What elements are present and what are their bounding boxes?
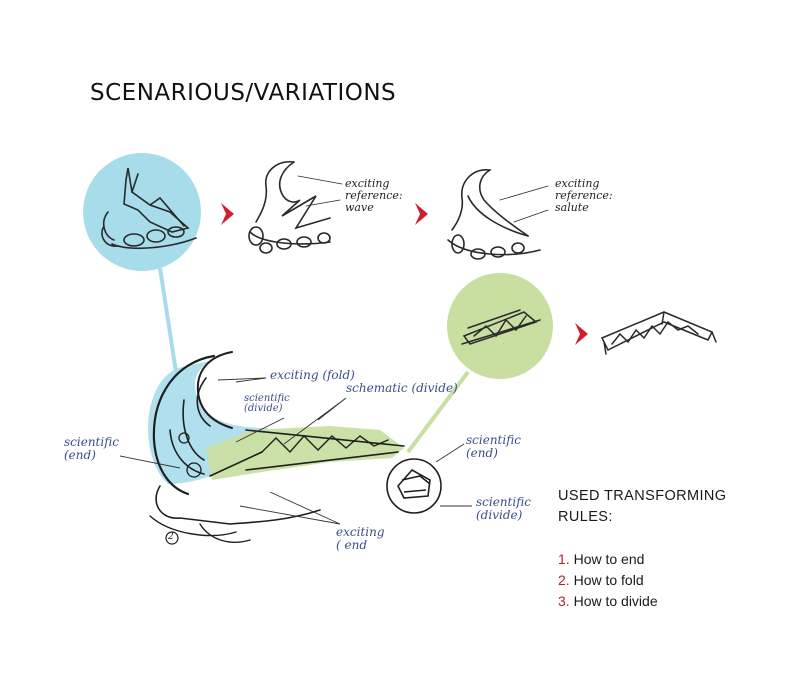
sketch-main-concept: [149, 351, 405, 545]
note-exciting-end: exciting ( end: [336, 525, 385, 552]
rules-list: 1. How to end 2. How to fold 3. How to d…: [558, 549, 658, 612]
note-scientific-divide-right: scientific (divide): [476, 495, 531, 522]
green-circle-highlight: [447, 273, 553, 379]
blue-connector-line: [158, 267, 178, 373]
rule-number: 2.: [558, 572, 570, 588]
note-exciting-fold: exciting (fold): [270, 368, 355, 382]
rule-number: 3.: [558, 593, 570, 609]
note-scientific-divide: scientific (divide): [244, 393, 290, 414]
rule-text: How to divide: [573, 593, 658, 609]
note-scientific-end-left: scientific (end): [64, 435, 119, 462]
rules-heading: USED TRANSFORMING RULES:: [558, 488, 727, 525]
green-divide-highlight: [206, 426, 404, 480]
note-salute: exciting reference: salute: [555, 177, 613, 214]
rule-text: How to fold: [573, 572, 644, 588]
sketch-truss-green: [461, 309, 541, 345]
blue-circle-highlight: [83, 153, 201, 271]
sketch-truss-final: [600, 311, 717, 355]
marker-label: 2: [168, 532, 174, 542]
rule-item: 2. How to fold: [558, 570, 658, 591]
rule-text: How to end: [573, 551, 645, 567]
sketch-end-detail: [386, 458, 442, 514]
page-title: SCENARIOUS/VARIATIONS: [90, 80, 397, 106]
note-wave: exciting reference: wave: [345, 177, 403, 214]
green-connector-line: [406, 370, 470, 454]
note-scientific-end-right: scientific (end): [466, 433, 521, 460]
rule-item: 3. How to divide: [558, 591, 658, 612]
red-arrow-3: [575, 323, 588, 345]
rule-number: 1.: [558, 551, 570, 567]
sketch-wave-variation: [248, 161, 343, 254]
leader-lines: [119, 377, 472, 525]
rule-item: 1. How to end: [558, 549, 658, 570]
sketch-fold-detail: [101, 167, 197, 250]
sketch-salute-variation: [447, 169, 549, 260]
red-arrow-2: [415, 203, 428, 225]
red-arrow-1: [221, 203, 234, 225]
note-schematic-divide: schematic (divide): [346, 381, 458, 395]
